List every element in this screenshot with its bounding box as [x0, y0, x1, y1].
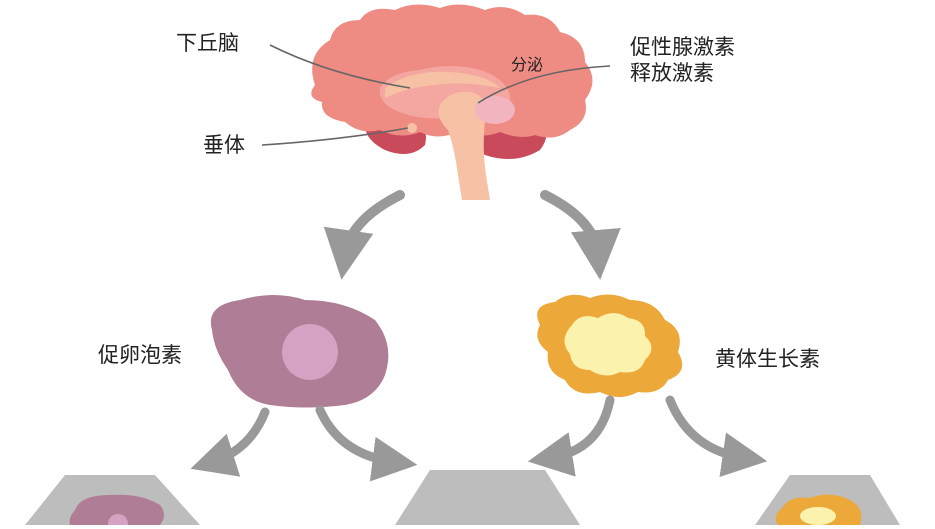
- fsh-nucleus: [282, 324, 338, 380]
- lh-nucleus: [564, 313, 652, 376]
- brain-arrows: [323, 190, 621, 280]
- arrow-to-fsh: [323, 190, 405, 280]
- brain: [311, 4, 593, 200]
- lh-cell: [537, 294, 683, 397]
- arrow-lh-right: [665, 395, 768, 478]
- arrow-fsh-right: [315, 405, 418, 482]
- thalamus: [475, 96, 515, 124]
- fsh-cell: [210, 295, 389, 408]
- mini-lh-nucleus: [800, 507, 836, 525]
- mini-fsh-cell: [69, 494, 164, 525]
- label-lh: 黄体生长素: [715, 347, 820, 371]
- bottom-bases: [25, 470, 900, 529]
- label-gnrh-line1: 促性腺激素: [630, 35, 735, 59]
- pituitary-line: [261, 127, 409, 146]
- brainstem: [438, 91, 490, 200]
- gnrh-line: [477, 65, 611, 104]
- base-center: [395, 470, 580, 525]
- corpus-callosum: [385, 71, 500, 98]
- hypothalamus-line: [269, 44, 411, 89]
- label-secretion: 分泌: [511, 55, 544, 74]
- lower-arrows: [190, 395, 768, 482]
- leader-lines: [261, 44, 611, 146]
- label-hypothalamus: 下丘脑: [176, 31, 239, 55]
- arrow-fsh-left: [190, 407, 270, 477]
- label-gnrh-line2: 释放激素: [630, 61, 714, 85]
- label-pituitary: 垂体: [203, 133, 245, 157]
- arrow-to-lh: [540, 190, 621, 280]
- pituitary-gland: [407, 123, 417, 133]
- label-fsh: 促卵泡素: [98, 343, 182, 367]
- arrow-lh-left: [527, 395, 615, 477]
